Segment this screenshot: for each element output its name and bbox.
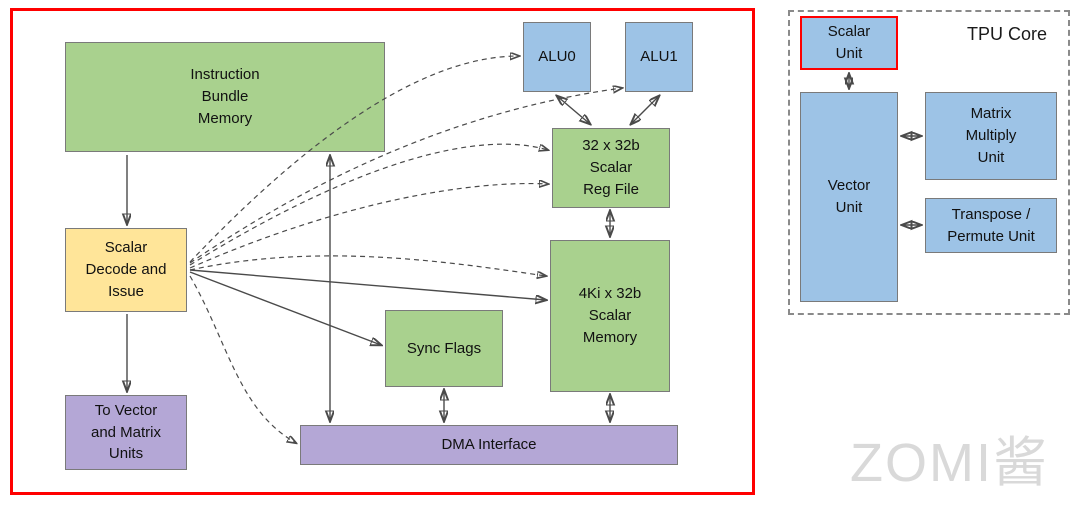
node-dma-interface: DMA Interface: [300, 425, 678, 465]
node-alu0: ALU0: [523, 22, 591, 92]
node-sync-flags: Sync Flags: [385, 310, 503, 387]
node-scalar-decode-issue: Scalar Decode and Issue: [65, 228, 187, 312]
node-vector-unit: Vector Unit: [800, 92, 898, 302]
node-scalar-unit-highlighted: Scalar Unit: [800, 16, 898, 70]
scalar-unit-detail-frame: [10, 8, 755, 495]
tpu-core-title: TPU Core: [966, 24, 1047, 44]
tpu-core-frame: [788, 10, 1070, 315]
watermark: ZOMI酱: [850, 433, 1049, 493]
node-matrix-multiply-unit: Matrix Multiply Unit: [925, 92, 1057, 180]
node-alu1: ALU1: [625, 22, 693, 92]
node-to-vector-matrix-units: To Vector and Matrix Units: [65, 395, 187, 470]
node-scalar-memory: 4Ki x 32b Scalar Memory: [550, 240, 670, 392]
node-instruction-bundle-memory: Instruction Bundle Memory: [65, 42, 385, 152]
node-scalar-reg-file: 32 x 32b Scalar Reg File: [552, 128, 670, 208]
node-transpose-permute-unit: Transpose / Permute Unit: [925, 198, 1057, 253]
